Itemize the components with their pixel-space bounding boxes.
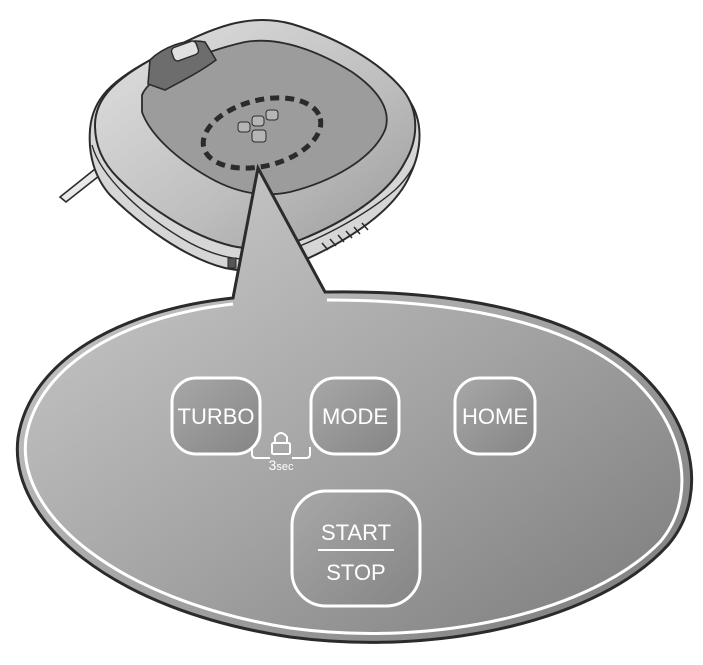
lock-hint-unit: sec xyxy=(276,461,294,473)
lock-bracket xyxy=(251,447,311,459)
side-port xyxy=(227,257,237,269)
lock-hint-seconds: 3 xyxy=(269,457,277,473)
mode-button-label: MODE xyxy=(322,404,388,429)
robot-vacuum xyxy=(58,18,421,273)
control-panel-callout: TURBO MODE HOME 3sec START xyxy=(15,163,694,644)
home-button[interactable]: HOME xyxy=(453,376,537,456)
vent-grille xyxy=(321,222,369,251)
lock-icon xyxy=(271,432,291,455)
control-zone-highlight xyxy=(200,95,324,171)
callout-inner-rim xyxy=(23,298,684,635)
child-lock-hint: 3sec xyxy=(251,432,311,473)
mode-button[interactable]: MODE xyxy=(309,376,401,456)
camera-bump xyxy=(147,40,218,91)
robot-cover xyxy=(141,39,388,196)
lock-hint-text: 3sec xyxy=(269,457,294,473)
turbo-button[interactable]: TURBO xyxy=(170,376,262,456)
camera-lens xyxy=(170,40,200,62)
start-label: START xyxy=(321,520,391,545)
mini-control-cluster xyxy=(237,109,279,143)
start-stop-button[interactable]: START STOP xyxy=(290,489,422,608)
stop-label: STOP xyxy=(326,560,386,585)
turbo-button-label: TURBO xyxy=(178,404,255,429)
home-button-label: HOME xyxy=(462,404,528,429)
